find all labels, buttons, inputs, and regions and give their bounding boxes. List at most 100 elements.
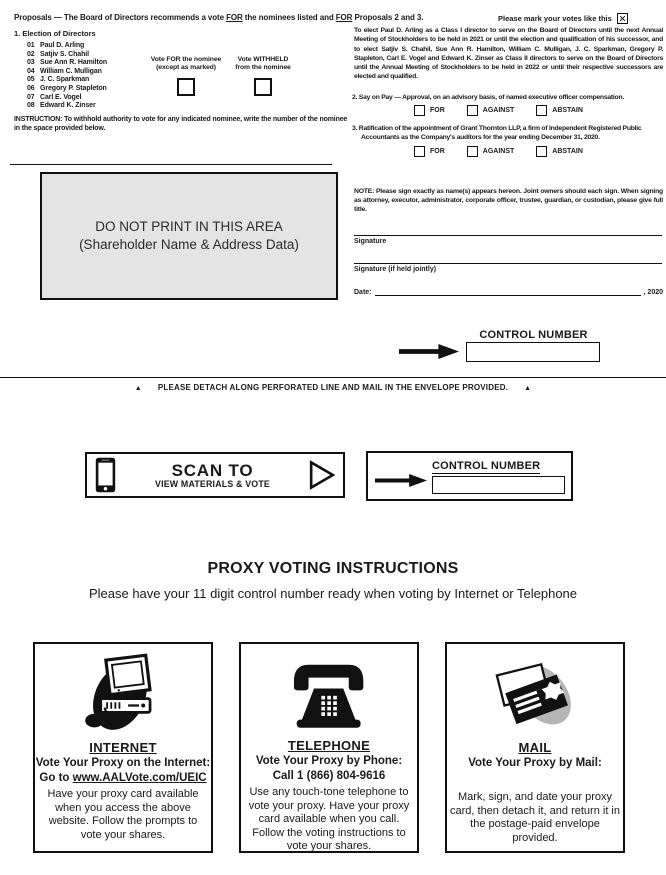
p2-against-checkbox[interactable]	[466, 105, 478, 116]
recommendation-text-1: — The Board of Directors recommends a vo…	[51, 13, 227, 22]
proposal-3-text: 3. Ratification of the appointment of Gr…	[352, 125, 642, 142]
nominee-row: 05 J. C. Sparkman	[27, 76, 107, 85]
arrow-right-icon	[375, 474, 427, 487]
telephone-line1: Vote Your Proxy by Phone:	[255, 755, 403, 767]
nominee-number: 05	[27, 76, 35, 84]
date-row: Date: , 2020	[354, 287, 663, 296]
p3-abstain-label: ABSTAIN	[552, 148, 583, 155]
proposals-recommendation: Proposals — The Board of Directors recom…	[14, 13, 524, 22]
for-emphasis-1: FOR	[226, 13, 243, 22]
telephone-body: Use any touch-tone telephone to vote you…	[248, 786, 410, 852]
nominee-number: 02	[27, 50, 35, 58]
nominee-name: Edward K. Zinser	[40, 102, 96, 110]
p2-for-label: FOR	[430, 107, 445, 114]
nominee-name: Sue Ann R. Hamilton	[40, 59, 108, 67]
scan-to-label: SCAN TO	[171, 460, 254, 480]
nominee-name: Paul D. Arling	[40, 42, 85, 49]
p3-against-option: AGAINST	[466, 146, 515, 157]
do-not-print-line2: (Shareholder Name & Address Data)	[79, 237, 299, 252]
triangle-up-icon: ▲	[134, 385, 142, 392]
proxy-voting-subtitle: Please have your 11 digit control number…	[88, 586, 578, 601]
p3-for-label: FOR	[430, 148, 445, 155]
perforation-line	[0, 377, 666, 378]
triangle-up-icon: ▲	[524, 385, 532, 392]
mail-title: MAIL	[518, 740, 552, 755]
voting-url-link[interactable]: www.AALVote.com/UEIC	[72, 772, 207, 784]
signature-joint-line[interactable]	[354, 254, 662, 264]
director-class-paragraph: To elect Paul D. Arling as a Class I dir…	[354, 27, 663, 81]
p3-against-checkbox[interactable]	[466, 146, 478, 157]
p2-abstain-checkbox[interactable]	[536, 105, 548, 116]
withhold-all-checkbox[interactable]	[254, 78, 272, 96]
p3-for-option: FOR	[414, 146, 445, 157]
scan-to-vote-box[interactable]: SCAN TO VIEW MATERIALS & VOTE	[85, 452, 345, 498]
nominee-number: 04	[27, 67, 35, 75]
computer-icon	[77, 652, 168, 738]
internet-body: Have your proxy card available when you …	[47, 788, 199, 841]
mail-line1: Vote Your Proxy by Mail:	[468, 757, 602, 769]
internet-line2: Go to www.AALVote.com/UEIC	[39, 772, 206, 784]
nominee-row: 01 Paul D. Arling	[27, 42, 107, 51]
nominee-row: 02 Satjiv S. Chahil	[27, 51, 107, 60]
date-year: , 2020	[643, 289, 663, 296]
vote-for-label-line2: (except as marked)	[156, 64, 216, 71]
x-mark-icon	[619, 15, 626, 22]
mark-votes-label: Please mark your votes like this	[498, 14, 612, 23]
vote-for-label-line1: Vote FOR the nominee	[150, 56, 222, 63]
election-title: 1. Election of Directors	[14, 29, 96, 38]
internet-line1: Vote Your Proxy on the Internet:	[35, 757, 211, 769]
mark-votes-row: Please mark your votes like this	[498, 13, 628, 24]
proposal-2-text: 2. Say on Pay — Approval, on an advisory…	[352, 94, 624, 101]
x-mark-example-checkbox	[616, 13, 628, 24]
vote-for-all-checkbox[interactable]	[177, 78, 195, 96]
p2-abstain-label: ABSTAIN	[552, 107, 583, 114]
telephone-icon	[283, 652, 374, 736]
control-number-stub-box: CONTROL NUMBER	[366, 451, 573, 501]
withheld-label-line2: from the nominee	[235, 64, 291, 71]
nominee-number: 08	[27, 102, 35, 110]
p2-for-option: FOR	[414, 105, 445, 116]
proxy-voting-title: PROXY VOTING INSTRUCTIONS	[207, 560, 459, 577]
go-to-label: Go to	[39, 772, 73, 784]
nominee-number: 03	[27, 59, 35, 67]
p3-for-checkbox[interactable]	[414, 146, 425, 157]
nominee-number: 01	[27, 42, 35, 49]
do-not-print-line1: DO NOT PRINT IN THIS AREA	[95, 219, 283, 234]
signature-label: Signature	[354, 238, 387, 245]
p2-against-option: AGAINST	[466, 105, 515, 116]
signature-joint-label: Signature (if held jointly)	[354, 266, 437, 273]
mail-voting-box: MAIL Vote Your Proxy by Mail: Mark, sign…	[445, 642, 625, 853]
withhold-writein-line[interactable]	[10, 164, 332, 165]
nominee-row: 03 Sue Ann R. Hamilton	[27, 59, 107, 68]
date-label: Date:	[354, 289, 372, 296]
proposal-2-options: FOR AGAINST ABSTAIN	[414, 105, 583, 116]
mail-icon	[489, 652, 580, 738]
play-triangle-icon	[309, 460, 335, 490]
control-number-label: CONTROL NUMBER	[432, 460, 541, 474]
nominee-name: Satjiv S. Chahil	[40, 50, 89, 58]
p3-against-label: AGAINST	[482, 148, 515, 155]
nominee-name: Carl E. Vogel	[40, 93, 82, 101]
telephone-number[interactable]: Call 1 (866) 804-9616	[272, 770, 386, 782]
nominee-name: J. C. Sparkman	[40, 76, 90, 84]
scan-text: SCAN TO VIEW MATERIALS & VOTE	[126, 462, 299, 489]
p3-abstain-checkbox[interactable]	[536, 146, 548, 157]
proposals-title: Proposals	[14, 13, 52, 22]
signature-line[interactable]	[354, 226, 662, 236]
telephone-title: TELEPHONE	[287, 738, 371, 753]
p2-for-checkbox[interactable]	[414, 105, 425, 116]
nominee-name: Gregory P. Stapleton	[40, 84, 107, 92]
nominee-name: William C. Mulligan	[40, 67, 102, 75]
nominee-list: 01 Paul D. Arling 02 Satjiv S. Chahil 03 Su…	[27, 42, 107, 111]
detach-text: PLEASE DETACH ALONG PERFORATED LINE AND …	[157, 383, 509, 392]
p2-against-label: AGAINST	[482, 107, 515, 114]
nominee-number: 06	[27, 84, 35, 92]
proposal-3-options: FOR AGAINST ABSTAIN	[414, 146, 583, 157]
telephone-voting-box: TELEPHONE Vote Your Proxy by Phone: Call…	[239, 642, 419, 853]
control-number-box	[466, 342, 600, 362]
recommendation-text-3: Proposals 2 and 3.	[352, 13, 424, 22]
control-number-box	[432, 476, 565, 494]
recommendation-text-2: the nominees listed and	[242, 13, 336, 22]
date-fill-line[interactable]	[374, 287, 641, 296]
